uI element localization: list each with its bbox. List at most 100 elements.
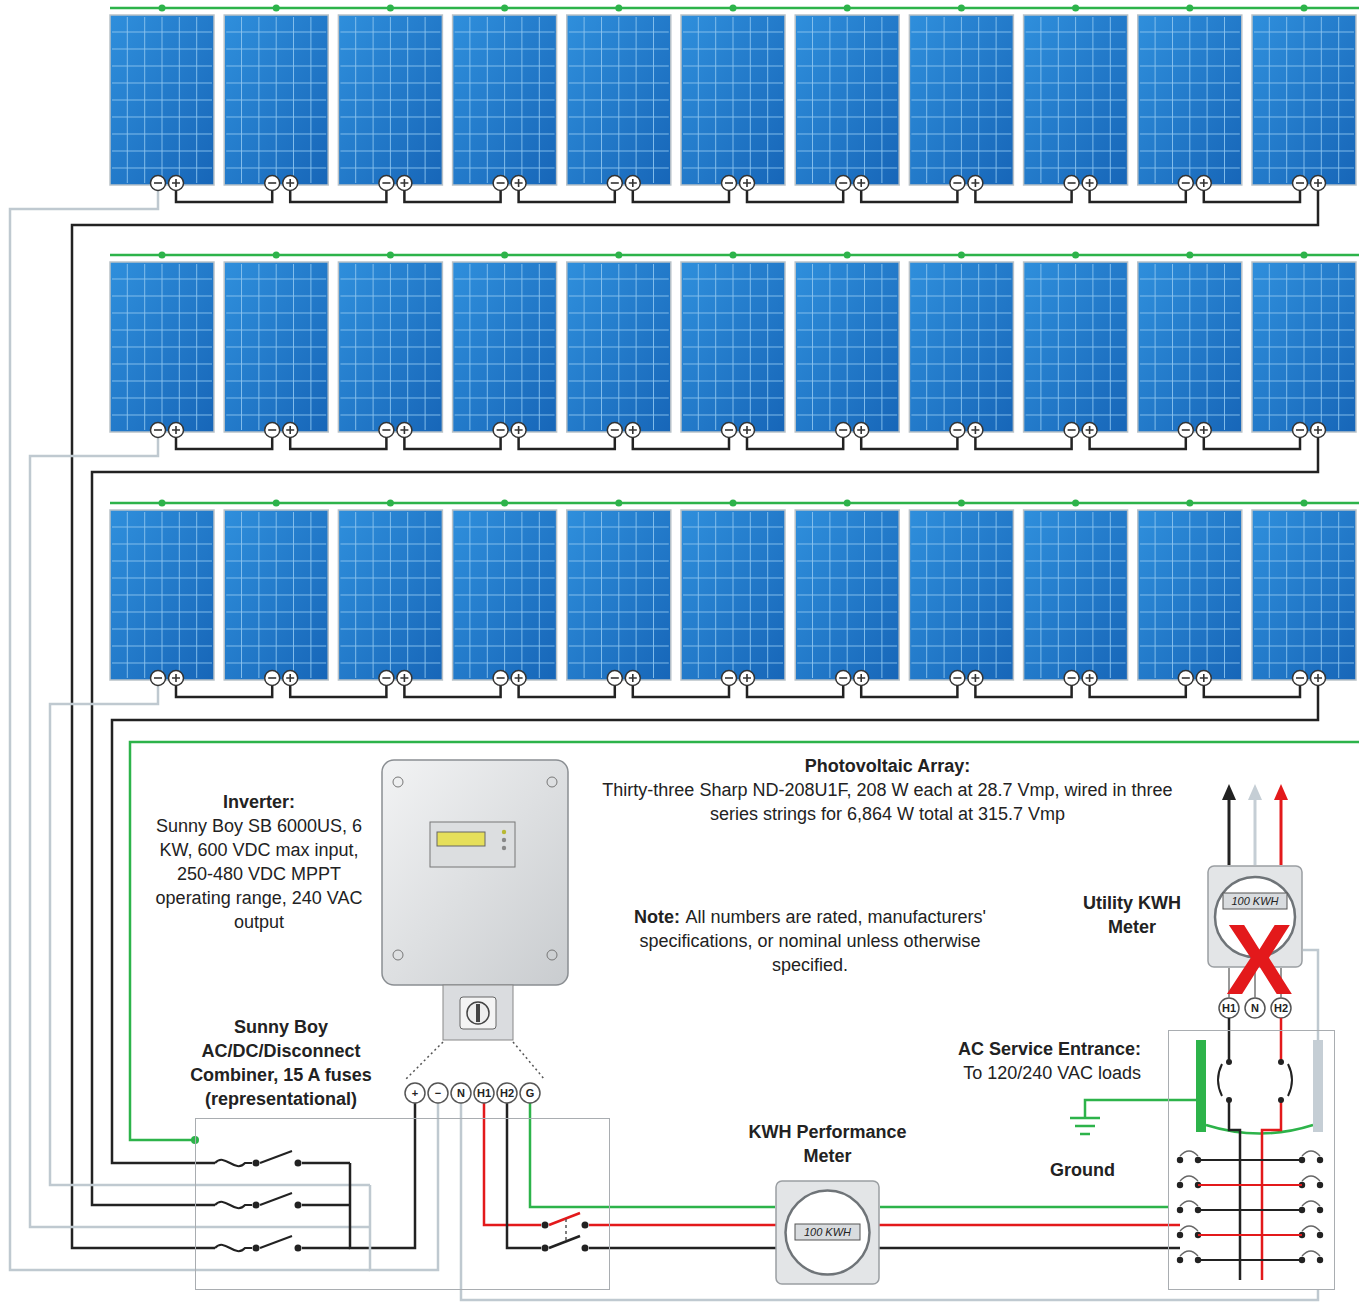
pv-module (795, 262, 899, 432)
switch-blade (260, 1236, 292, 1248)
string-positive-wire (302, 1162, 350, 1165)
module-terminal (625, 423, 640, 438)
series-jumper (747, 438, 843, 449)
inverter-drawing (460, 997, 496, 1029)
main-breaker-contact (1278, 1097, 1284, 1103)
switch-contact (253, 1160, 260, 1167)
cell-grid (112, 512, 212, 678)
module-terminal (1064, 671, 1079, 686)
ac-output-wire (549, 1236, 580, 1248)
ground-lug (1186, 252, 1193, 259)
heading: Note: (634, 907, 680, 927)
pv-module (1252, 510, 1356, 680)
module-terminal (950, 671, 965, 686)
inverter-drawing (437, 832, 485, 846)
ground-lug (501, 252, 508, 259)
series-jumper (404, 438, 500, 449)
branch-breaker (1180, 1226, 1198, 1231)
branch-breaker (1180, 1176, 1198, 1181)
pv-module (1252, 15, 1356, 185)
module-terminal (511, 176, 526, 191)
dc-bus (461, 1103, 1318, 1300)
switch-blade (260, 1151, 292, 1163)
inverter-drawing (393, 777, 403, 787)
fuse-symbol (215, 1202, 252, 1208)
arrowhead (1274, 784, 1288, 800)
ground-lug (1186, 500, 1193, 507)
pin-name: − (427, 1086, 449, 1100)
module-terminal (854, 671, 869, 686)
ground-lug (1301, 5, 1308, 12)
series-jumper (176, 438, 272, 449)
switch-contact (253, 1245, 260, 1252)
inverter-drawing (430, 822, 515, 867)
cell-grid (683, 264, 783, 430)
meter-drawing (786, 1191, 870, 1275)
polarity-mark (497, 429, 505, 431)
pv-module (1024, 510, 1128, 680)
polarity-mark (497, 182, 505, 184)
polarity-mark (629, 674, 637, 682)
inverter-drawing (443, 985, 513, 1040)
pv-module (1024, 262, 1128, 432)
service-panel-wiring (1218, 1018, 1318, 1280)
pv-module (110, 510, 214, 680)
cell-grid (455, 264, 555, 430)
string-positive-wire (112, 686, 1318, 1163)
wire-connector (610, 1206, 775, 1209)
pv-module (795, 15, 899, 185)
branch-breaker (1177, 1157, 1183, 1163)
arrowhead (1222, 784, 1236, 800)
meter-display: 100 KWH (795, 1224, 860, 1240)
cell-grid (569, 512, 669, 678)
cell-grid (569, 264, 669, 430)
polarity-mark (497, 677, 505, 679)
ac-output-wire (549, 1213, 580, 1225)
ground-lug (1072, 500, 1079, 507)
polarity-mark (172, 674, 180, 682)
string-positive-wire (302, 1247, 350, 1250)
cell-grid (797, 512, 897, 678)
terminal-circle (428, 1083, 448, 1103)
series-jumper (1204, 191, 1300, 202)
pv-module (1252, 262, 1356, 432)
branch-breaker (1198, 1259, 1240, 1261)
ground-lug (159, 252, 166, 259)
pin-name: N (450, 1086, 472, 1100)
ground-lug (615, 500, 622, 507)
series-jumper (975, 686, 1071, 697)
polarity-mark (1314, 426, 1322, 434)
module-terminal (740, 176, 755, 191)
branch-breaker (1240, 1159, 1302, 1161)
inverter-drawing (502, 830, 506, 834)
module-terminal (836, 176, 851, 191)
cell-grid (1026, 512, 1126, 678)
polarity-mark (382, 182, 390, 184)
module-terminal (493, 423, 508, 438)
cell-grid (226, 264, 326, 430)
ground-lug (615, 5, 622, 12)
polarity-mark (1068, 182, 1076, 184)
ground-wire (1070, 1118, 1100, 1134)
module-terminal (1064, 176, 1079, 191)
inverter-drawing (467, 1002, 489, 1024)
branch-breaker (1198, 1184, 1262, 1186)
pin-name: H1 (473, 1086, 495, 1100)
module-terminal (1196, 423, 1211, 438)
wire-connector (880, 1206, 1168, 1209)
terminal-circle (405, 1083, 425, 1103)
module-terminal (854, 423, 869, 438)
string-positive-wire (72, 191, 1318, 1248)
combiner-box: Sunny Boy AC/DC/Disconnect Combiner, 15 … (195, 1118, 610, 1290)
inverter-note: Inverter:Sunny Boy SB 6000US, 6 KW, 600 … (148, 790, 370, 934)
series-jumper (1204, 438, 1300, 449)
heading: Sunny Boy AC/DC/Disconnect Combiner, 15 … (171, 1015, 391, 1111)
series-jumper (404, 686, 500, 697)
series-jumper (176, 191, 272, 202)
pv-module (338, 510, 442, 680)
branch-breaker (1180, 1151, 1198, 1156)
service-drop (1254, 798, 1257, 865)
arrowhead (1248, 784, 1262, 800)
polarity-mark (857, 179, 865, 187)
cell-grid (1026, 17, 1126, 183)
